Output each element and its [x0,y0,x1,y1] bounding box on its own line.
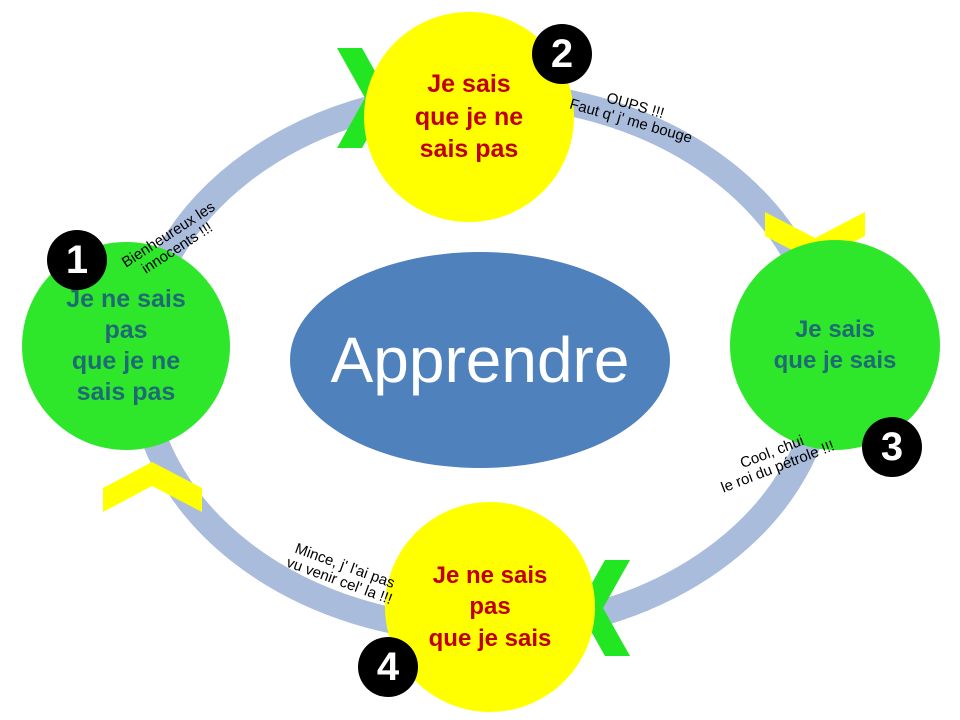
center-ellipse: Apprendre [290,252,670,468]
stage-3-number-badge: 3 [862,417,922,477]
stage-4-circle: Je ne sais pas que je sais [385,502,595,712]
stage-3-circle: Je sais que je sais [730,240,940,450]
stage-1-label: Je ne sais pas que je ne sais pas [66,284,186,407]
stage-1-number-badge: 1 [47,230,107,290]
stage-2-label: Je sais que je ne sais pas [414,70,524,164]
stage-3-label: Je sais que je sais [773,315,897,374]
stage-2-number-badge: 2 [532,24,592,84]
center-label: Apprendre [330,324,630,396]
stage-4-label: Je ne sais pas que je sais [428,562,552,652]
stage-4-number-badge: 4 [358,637,418,697]
